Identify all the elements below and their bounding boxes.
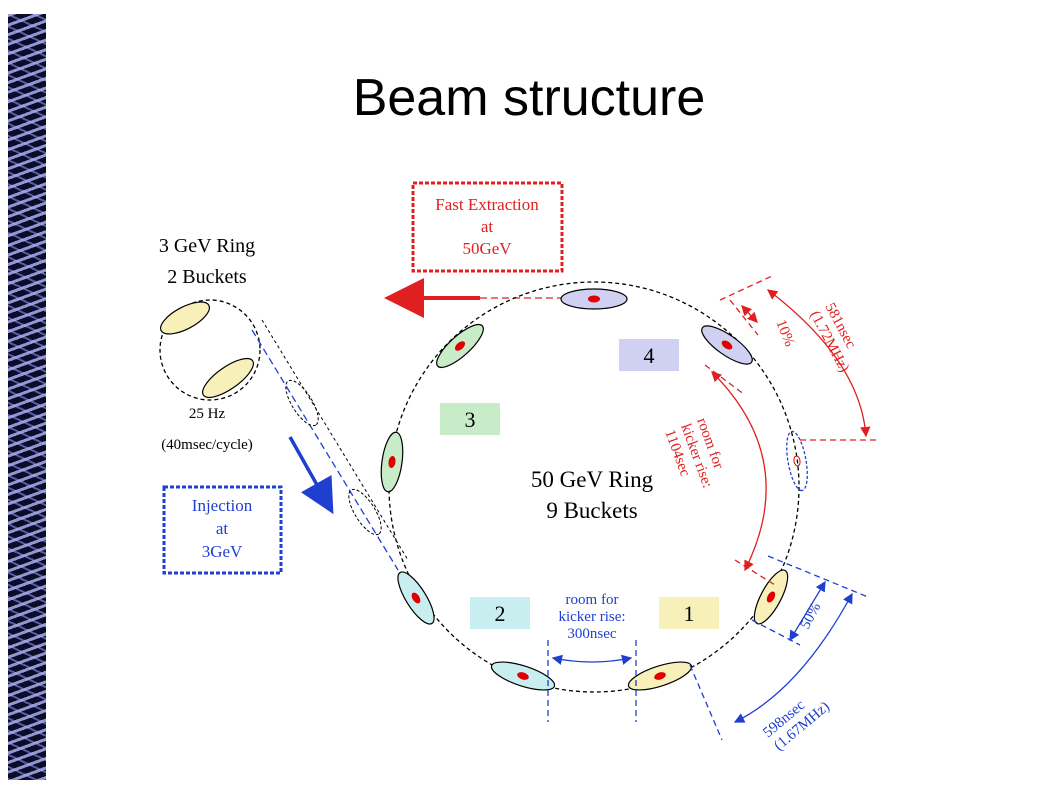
decorative-side-strip [8, 14, 46, 780]
bucket-label-2: 2 [470, 597, 530, 629]
small-ring-bucket-top [160, 301, 210, 335]
small-ring-frequency: 25 Hz [189, 406, 226, 422]
bottom-period: 598nsec (1.67MHz) [760, 686, 833, 754]
svg-text:2: 2 [495, 601, 506, 626]
bucket-upper-left [436, 323, 484, 369]
bucket-lower-right [753, 569, 789, 625]
extraction-box: Fast Extraction at 50GeV [411, 181, 564, 273]
bucket-label-4: 4 [619, 339, 679, 371]
small-ring-cycle: (40msec/cycle) [161, 437, 253, 453]
main-ring-buckets: 9 Buckets [546, 498, 637, 523]
bucket-left [380, 431, 404, 493]
extraction-line2: at [481, 217, 494, 236]
transfer-bucket-upper [285, 379, 319, 427]
bottom-gap-line1: room for [566, 592, 619, 608]
small-ring: 3 GeV Ring 2 Buckets 25 Hz (40msec/cycle… [159, 235, 261, 453]
small-ring-title: 3 GeV Ring [159, 235, 255, 257]
bucket-label-1: 1 [659, 597, 719, 629]
bucket-top [560, 288, 628, 310]
top-period: 581nsec (1.72MHz) [806, 300, 867, 375]
main-ring-orbit [388, 281, 800, 693]
injection-line3: 3GeV [202, 542, 243, 561]
small-ring-buckets: 2 Buckets [167, 266, 247, 288]
injection-line2: at [216, 519, 229, 538]
main-ring-title: 50 GeV Ring [531, 467, 654, 492]
svg-text:4: 4 [644, 343, 655, 368]
slide-title: Beam structure [352, 69, 706, 127]
injection-arrow [288, 436, 334, 515]
bucket-lower-left [397, 571, 435, 625]
small-ring-orbit [159, 299, 261, 401]
bucket-bottom-left [490, 661, 556, 691]
top-gap-text: room for kicker rise: 1104sec [661, 416, 732, 500]
bucket-upper-right [701, 325, 753, 365]
extraction-line1: Fast Extraction [435, 195, 539, 214]
bottom-fraction: 50% [797, 600, 824, 632]
small-ring-bucket-bottom [202, 357, 254, 399]
bucket-label-3: 3 [440, 403, 500, 435]
transfer-bucket-lower [348, 488, 382, 536]
bottom-kicker-gap: room for kicker rise: 300nsec [547, 592, 637, 722]
bottom-gap-line2: kicker rise: [558, 609, 625, 625]
injection-box: Injection at 3GeV [162, 485, 283, 575]
svg-text:3: 3 [465, 407, 476, 432]
svg-text:1: 1 [684, 601, 695, 626]
injection-line1: Injection [192, 496, 253, 515]
extraction-line3: 50GeV [462, 239, 512, 258]
bucket-bottom-right [627, 661, 693, 691]
top-fraction: 10% [772, 318, 797, 349]
transfer-line [251, 319, 409, 571]
bottom-gap-line3: 300nsec [567, 626, 616, 642]
